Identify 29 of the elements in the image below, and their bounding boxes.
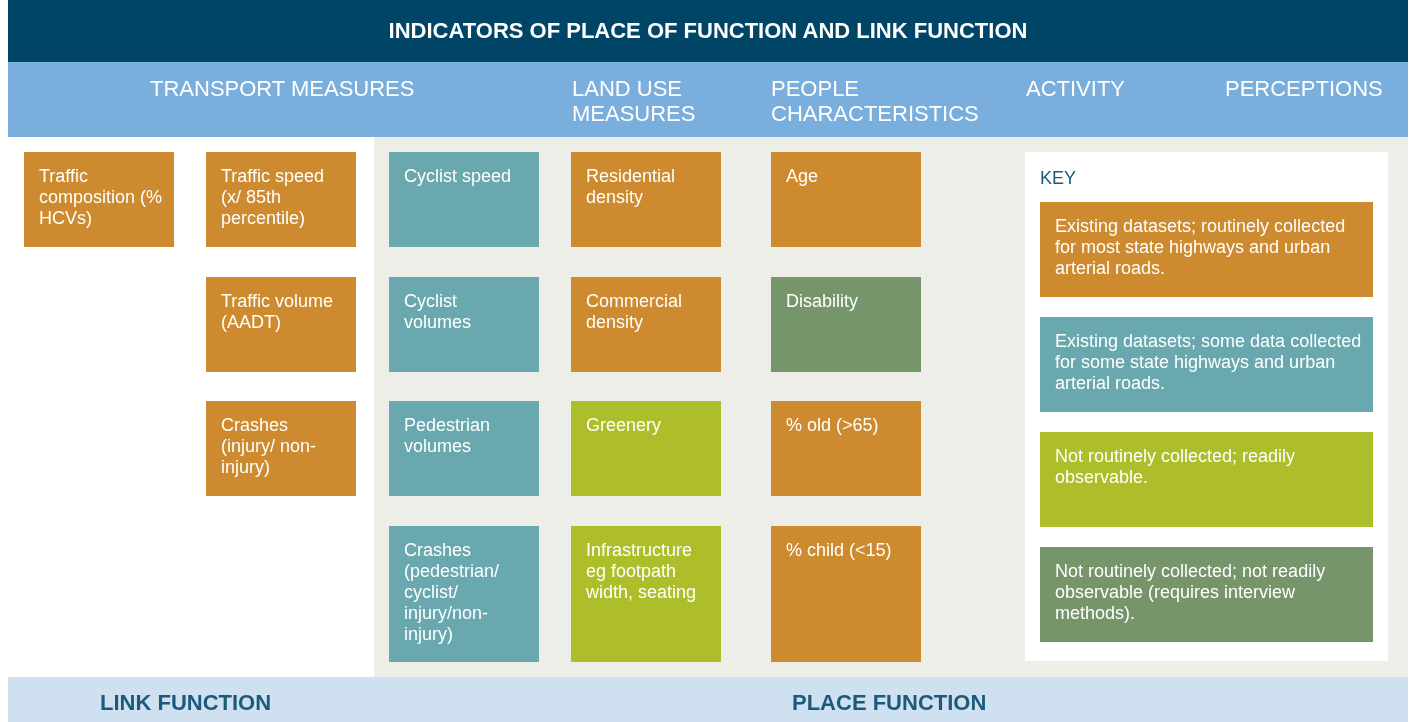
- indicator-box: Traffic composition (% HCVs): [24, 152, 174, 247]
- column-heading: LAND USE MEASURES: [572, 76, 697, 126]
- column-heading: ACTIVITY: [1026, 76, 1126, 101]
- indicator-box: % old (>65): [771, 401, 921, 496]
- indicator-box: Age: [771, 152, 921, 247]
- legend-box: Not routinely collected; readily observable.: [1040, 432, 1373, 527]
- indicator-box: Cyclist volumes: [389, 277, 539, 372]
- legend-box: Not routinely collected; not readily observable (requires interview methods).: [1040, 547, 1373, 642]
- legend-box: Existing datasets; routinely collected for most state highways and urban arterial roads.: [1040, 202, 1373, 297]
- section-label: PLACE FUNCTION: [792, 690, 988, 716]
- indicator-box: Crashes (pedestrian/ cyclist/ injury/non-injury): [389, 526, 539, 662]
- indicator-box: Cyclist speed: [389, 152, 539, 247]
- column-heading: TRANSPORT MEASURES: [150, 76, 416, 101]
- indicator-box: Residential density: [571, 152, 721, 247]
- column-heading: PERCEPTIONS: [1225, 76, 1384, 101]
- key-heading: KEY: [1040, 168, 1077, 189]
- legend-box: Existing datasets; some data collected for some state highways and urban arterial roads.: [1040, 317, 1373, 412]
- indicator-box: Greenery: [571, 401, 721, 496]
- indicator-box: Infrastructure eg footpath width, seating: [571, 526, 721, 662]
- column-heading: PEOPLE CHARACTERISTICS: [771, 76, 980, 126]
- indicator-box: Crashes (injury/ non-injury): [206, 401, 356, 496]
- indicator-box: Pedestrian volumes: [389, 401, 539, 496]
- indicator-box: Traffic volume (AADT): [206, 277, 356, 372]
- section-label: LINK FUNCTION: [100, 690, 273, 716]
- indicator-box: % child (<15): [771, 526, 921, 662]
- indicator-box: Disability: [771, 277, 921, 372]
- title-banner: INDICATORS OF PLACE OF FUNCTION AND LINK FUNCTION: [8, 0, 1408, 62]
- indicator-box: Commercial density: [571, 277, 721, 372]
- indicator-box: Traffic speed (x/ 85th percentile): [206, 152, 356, 247]
